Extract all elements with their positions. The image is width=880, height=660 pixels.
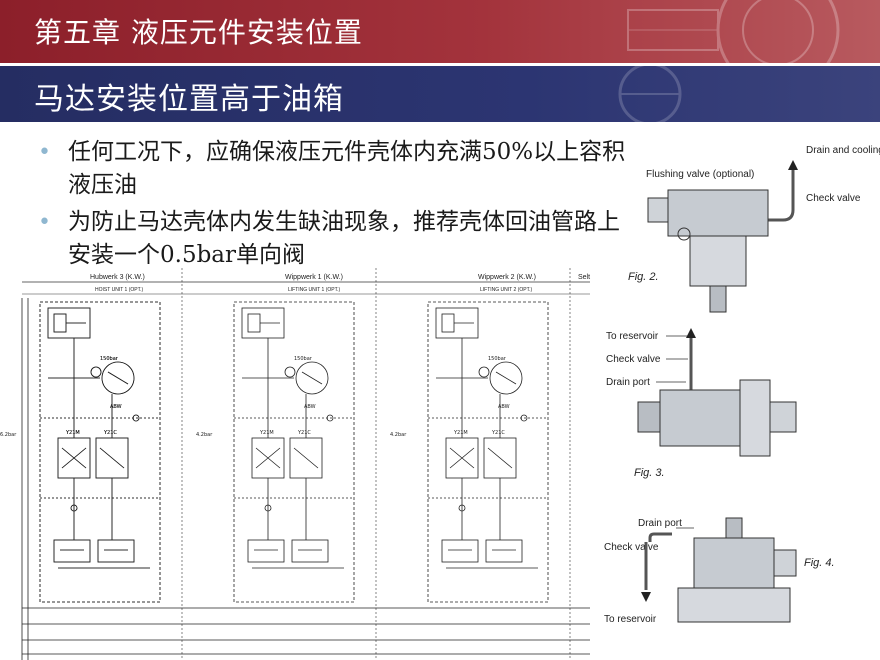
bullet-item: •任何工况下，应确保液压元件壳体内充满50%以上容积液压油	[34, 136, 634, 202]
unit-subtitle: LIFTING UNIT 1 (OPT.)	[288, 287, 340, 293]
hydraulic-schematic: Hubwerk 3 (K.W.) HOIST UNIT 1 (OPT.) Wip…	[0, 268, 592, 660]
svg-text:Fig. 3.: Fig. 3.	[634, 467, 665, 479]
unit-subtitle: LIFTING UNIT 2 (OPT.)	[480, 287, 532, 293]
svg-text:Flushing valve (optional): Flushing valve (optional)	[646, 169, 754, 180]
svg-text:Fig. 2.: Fig. 2.	[628, 271, 659, 283]
figure-4: Drain port Check valve To reservoir Fig.…	[604, 517, 835, 625]
decorative-pattern-icon	[618, 66, 682, 122]
bullet-item: •为防止马达壳体内发生缺油现象，推荐壳体回油管路上安装一个0.5bar单向阀	[34, 206, 634, 272]
chapter-title: 第五章 液压元件安装位置	[34, 16, 363, 49]
unit-title: Hubwerk 3 (K.W.)	[90, 274, 145, 281]
unit-title: Wippwerk 2 (K.W.)	[478, 274, 536, 281]
svg-text:4.2bar: 4.2bar	[390, 432, 407, 438]
svg-text:Drain port: Drain port	[606, 377, 650, 388]
svg-text:Check valve: Check valve	[604, 542, 659, 553]
svg-text:Drain port: Drain port	[638, 518, 682, 529]
slide-title: 马达安装位置高于油箱	[34, 82, 344, 117]
bullet-dot-icon: •	[38, 140, 51, 165]
bullet-dot-icon: •	[38, 210, 51, 235]
unit-title: Selt	[578, 274, 590, 281]
svg-text:6.2bar: 6.2bar	[0, 432, 17, 438]
svg-text:Check valve: Check valve	[806, 193, 861, 204]
svg-text:Fig. 4.: Fig. 4.	[804, 557, 835, 569]
svg-text:To reservoir: To reservoir	[606, 331, 659, 342]
unit-title: Wippwerk 1 (K.W.)	[285, 274, 343, 281]
unit-subtitle: HOIST UNIT 1 (OPT.)	[95, 287, 143, 293]
chapter-header: 第五章 液压元件安装位置	[0, 0, 880, 63]
bullet-list: •任何工况下，应确保液压元件壳体内充满50%以上容积液压油 •为防止马达壳体内发…	[34, 136, 634, 276]
svg-text:Check valve: Check valve	[606, 354, 661, 365]
svg-text:Drain and cooling flow to rese: Drain and cooling flow to reservoir	[806, 145, 880, 156]
gear-watermark-icon	[627, 0, 840, 63]
slide-title-band: 马达安装位置高于油箱	[0, 66, 880, 122]
svg-text:4.2bar: 4.2bar	[196, 432, 213, 438]
svg-text:To reservoir: To reservoir	[604, 614, 657, 625]
figure-2: Drain and cooling flow to reservoir Flus…	[628, 145, 880, 313]
motor-figures: Drain and cooling flow to reservoir Flus…	[604, 145, 880, 625]
figure-3: To reservoir Check valve Drain port Fig.…	[606, 328, 797, 479]
